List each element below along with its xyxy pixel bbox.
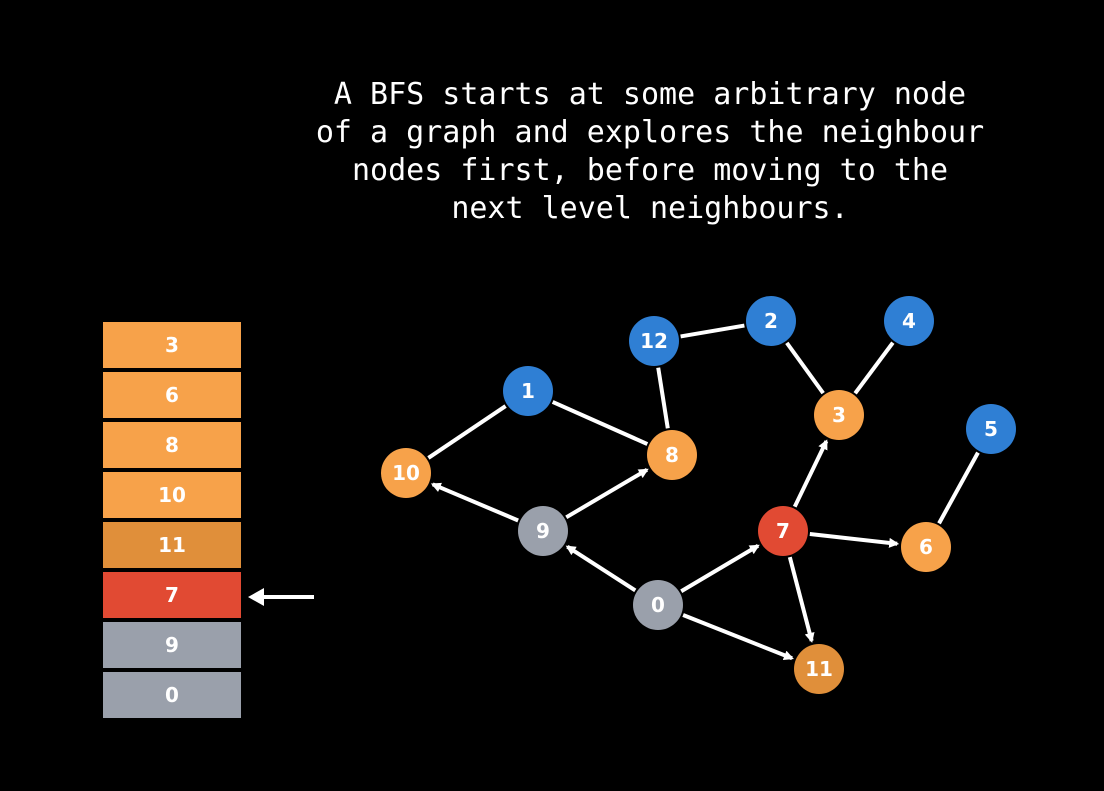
node-label: 7 [776,519,790,543]
node-circle [647,430,697,480]
queue-cell: 0 [103,672,241,718]
node-label: 1 [521,379,535,403]
node-label: 10 [392,461,420,485]
queue-cell: 11 [103,522,241,568]
edge-9-8 [565,467,649,520]
edge-12-2 [680,323,745,339]
queue-cell-current: 7 [103,572,241,618]
queue-cell: 10 [103,472,241,518]
node-label: 11 [805,657,833,681]
edge-6-5 [937,451,980,525]
caption-line-1: A BFS starts at some arbitrary node [333,77,967,112]
current-pointer-arrow-icon [248,588,314,606]
node-circle [901,522,951,572]
node-circle [966,404,1016,454]
graph-node-1: 1 [503,366,553,416]
graph-node-4: 4 [884,296,934,346]
node-label: 6 [919,535,933,559]
edge-3-4 [853,341,895,395]
node-circle [758,506,808,556]
node-label: 9 [536,519,550,543]
graph-node-10: 10 [381,448,431,498]
node-circle [629,316,679,366]
graph-node-11: 11 [794,644,844,694]
edge-0-11 [682,613,794,661]
node-circle [503,366,553,416]
node-circle [884,296,934,346]
caption-line-4: next level neighbours. [451,191,849,226]
queue-cell: 3 [103,322,241,368]
node-label: 3 [832,403,846,427]
node-circle [518,506,568,556]
caption-line-3: nodes first, before moving to the [351,153,949,188]
edge-0-9 [565,545,637,593]
queue-cell: 6 [103,372,241,418]
graph-node-7: 7 [758,506,808,556]
caption-line-2: of a graph and explores the neighbour [315,115,985,150]
node-circle [633,580,683,630]
edge-10-1 [427,404,507,460]
graph-node-3: 3 [814,390,864,440]
node-label: 2 [764,309,778,333]
edge-1-8 [551,400,649,446]
queue-cell: 9 [103,622,241,668]
node-label: 12 [640,329,668,353]
nodes-layer: 0 9 7 11 10 8 3 6 1 12 2 4 5 [381,296,1016,694]
edge-0-7 [680,544,760,593]
node-label: 4 [902,309,916,333]
edges-layer [427,323,980,661]
node-circle [814,390,864,440]
edge-9-10 [430,482,519,523]
graph-node-9: 9 [518,506,568,556]
node-circle [746,296,796,346]
edge-2-3 [785,341,825,395]
node-circle [381,448,431,498]
edge-7-6 [809,532,900,548]
edge-8-12 [656,367,670,429]
graph-node-2: 2 [746,296,796,346]
graph-node-12: 12 [629,316,679,366]
node-label: 0 [651,593,665,617]
graph-node-5: 5 [966,404,1016,454]
edge-7-3 [792,439,829,508]
node-label: 5 [984,417,998,441]
graph-node-8: 8 [647,430,697,480]
queue-stack: 3 6 8 10 11 7 9 0 [103,322,241,722]
graph-node-0: 0 [633,580,683,630]
edge-7-11 [787,556,815,643]
queue-cell: 8 [103,422,241,468]
caption-text: A BFS starts at some arbitrary node of a… [270,76,1030,228]
node-circle [794,644,844,694]
node-label: 8 [665,443,679,467]
graph-node-6: 6 [901,522,951,572]
